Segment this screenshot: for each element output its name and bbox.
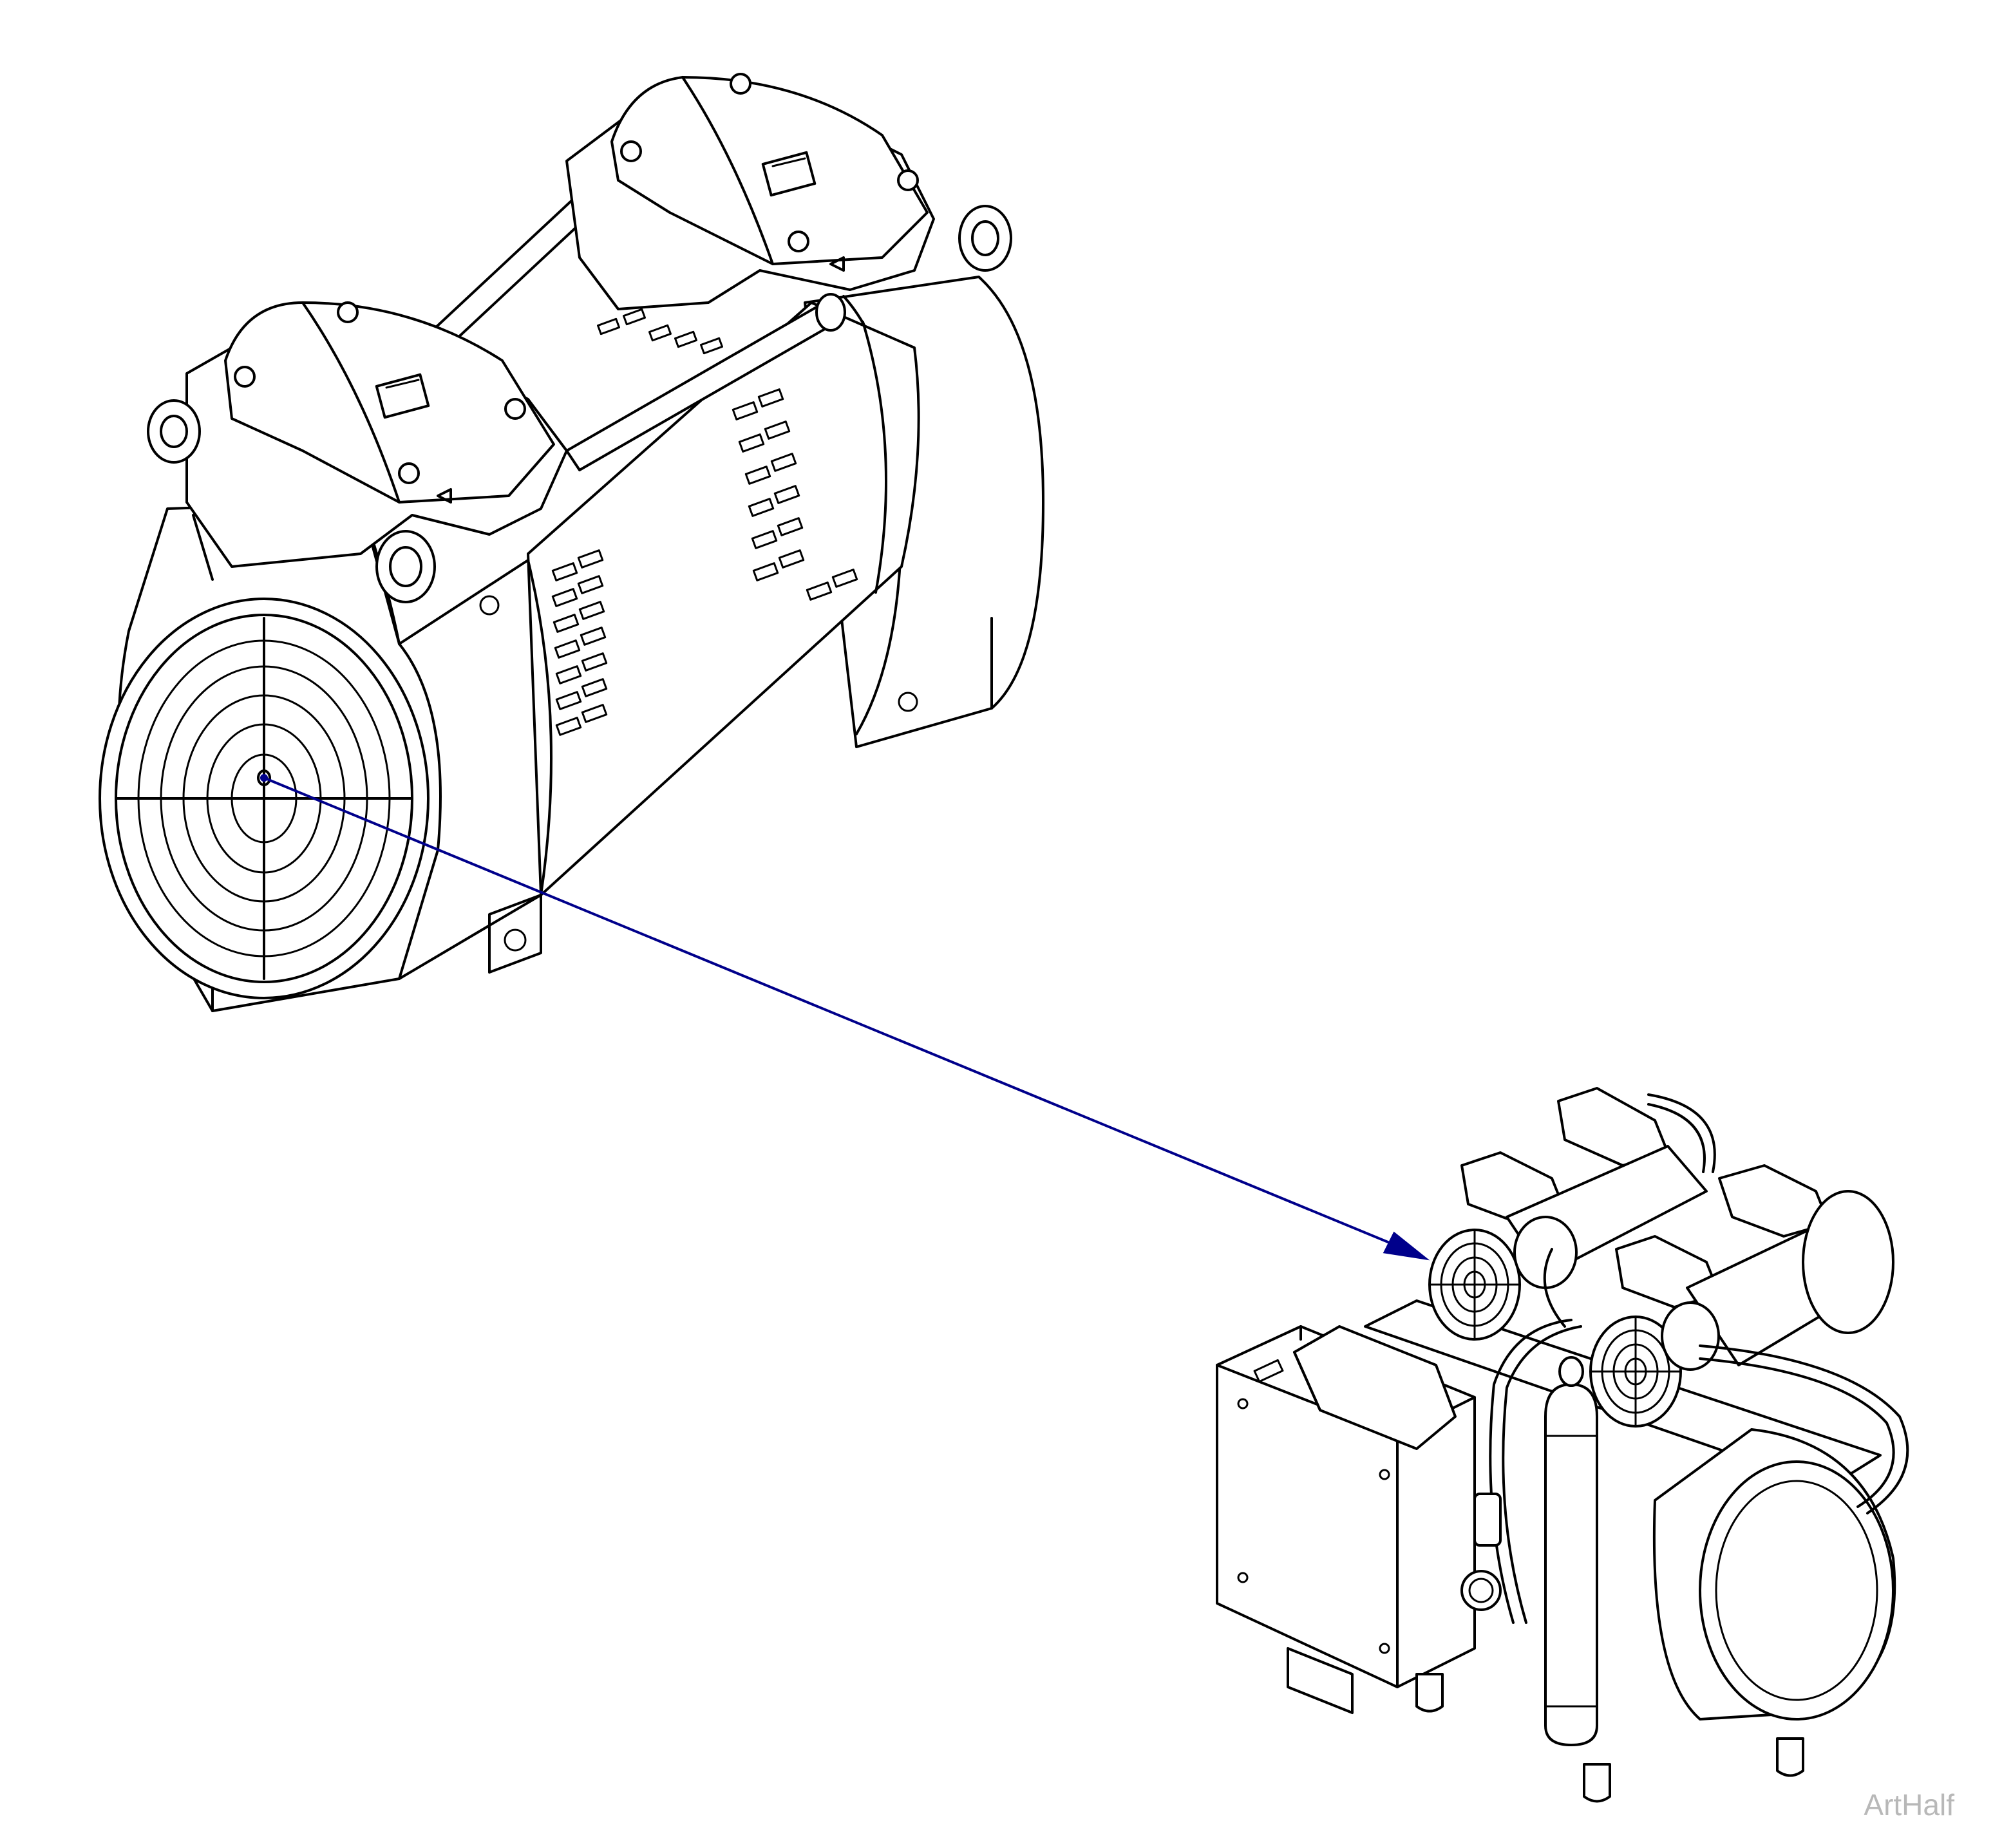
front-pump-head [147, 301, 568, 616]
rear-pump-head [565, 73, 1012, 310]
compressor-fan-grille-right [1589, 1315, 1682, 1428]
watermark-text: ArtHalf [1864, 1788, 1954, 1822]
callout-arrow [260, 774, 1430, 1261]
motor-body [527, 301, 920, 896]
pressure-switch [1473, 1493, 1502, 1547]
compressor-assembly [1216, 1087, 1909, 1803]
pump-motor-detail [99, 73, 1044, 1012]
feet [1415, 1673, 1804, 1803]
vent-slots-front [551, 549, 608, 736]
compressor-fan-grille-left [1428, 1229, 1521, 1341]
vent-slots-top [597, 308, 723, 355]
vent-slots-rear [732, 388, 858, 601]
pressure-gauge [1460, 1570, 1502, 1611]
fan-grille [99, 598, 430, 999]
capacitor-cover [1293, 1325, 1457, 1450]
inlet-filters [1513, 1216, 1720, 1371]
dryer-cylinder [1544, 1356, 1598, 1746]
air-hoses [1489, 1093, 1909, 1624]
right-motor [1652, 1428, 1896, 1721]
